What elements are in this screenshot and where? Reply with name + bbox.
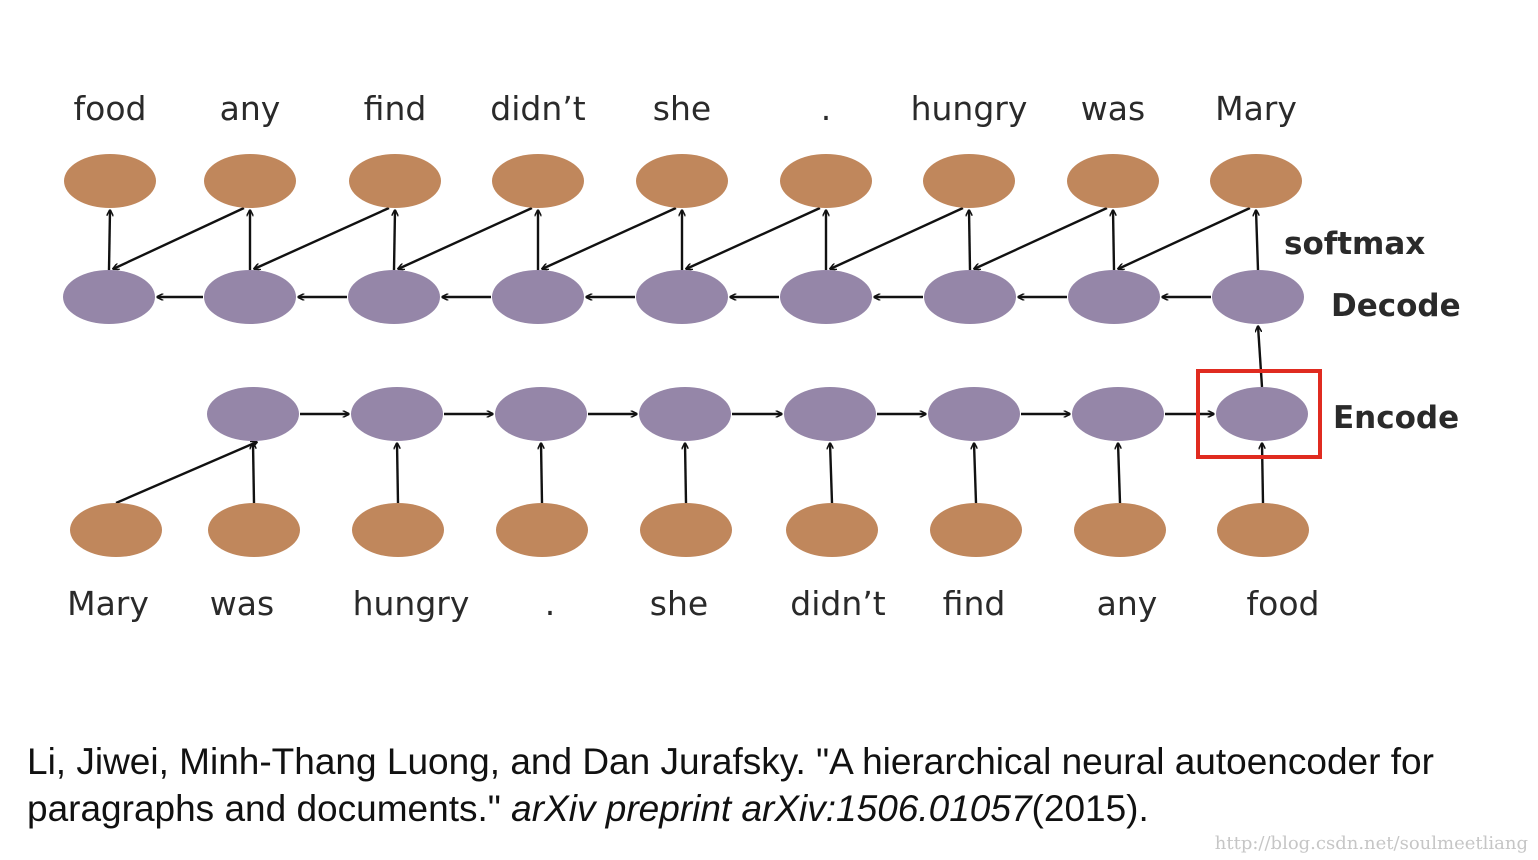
citation-venue: arXiv preprint arXiv:1506.01057 bbox=[511, 788, 1032, 829]
decoder-node bbox=[1068, 270, 1160, 324]
encoder-node bbox=[495, 387, 587, 441]
feedback-arrow bbox=[113, 206, 245, 269]
input-encoder-arrow bbox=[974, 443, 976, 504]
encoder-node bbox=[207, 387, 299, 441]
decoder-node bbox=[924, 270, 1016, 324]
input-encoder-arrow bbox=[115, 442, 257, 505]
input-encoder-arrow bbox=[1118, 443, 1120, 504]
output-word-label: any bbox=[220, 89, 281, 128]
decoder-node bbox=[348, 270, 440, 324]
citation: Li, Jiwei, Minh-Thang Luong, and Dan Jur… bbox=[27, 738, 1517, 832]
encoder-node bbox=[1072, 387, 1164, 441]
input-word-label: Mary bbox=[67, 584, 149, 623]
input-encoder-arrow bbox=[541, 443, 542, 504]
input-encoder-arrow bbox=[253, 443, 254, 504]
arrows-layer bbox=[109, 206, 1264, 505]
decoder-output-arrow bbox=[394, 210, 395, 271]
feedback-arrow bbox=[398, 206, 533, 269]
decoder-node bbox=[1212, 270, 1304, 324]
input-word-label: she bbox=[650, 584, 708, 623]
decoder-node bbox=[204, 270, 296, 324]
output-word-node bbox=[636, 154, 728, 208]
output-word-label: she bbox=[653, 89, 711, 128]
encoder-node bbox=[639, 387, 731, 441]
input-encoder-arrow bbox=[685, 443, 686, 504]
input-word-label: hungry bbox=[353, 584, 470, 623]
output-word-label: hungry bbox=[911, 89, 1028, 128]
nodes-layer bbox=[63, 154, 1309, 557]
input-encoder-arrow bbox=[830, 443, 832, 504]
decode-label: Decode bbox=[1331, 288, 1461, 324]
output-word-node bbox=[923, 154, 1015, 208]
encoder-node bbox=[928, 387, 1020, 441]
output-word-node bbox=[1210, 154, 1302, 208]
input-word-node bbox=[208, 503, 300, 557]
encoder-node bbox=[351, 387, 443, 441]
decoder-output-arrow bbox=[1256, 210, 1258, 271]
decoder-node bbox=[636, 270, 728, 324]
decoder-output-arrow bbox=[969, 210, 970, 271]
decoder-node bbox=[63, 270, 155, 324]
output-word-node bbox=[64, 154, 156, 208]
encoder-node bbox=[784, 387, 876, 441]
feedback-arrow bbox=[254, 206, 390, 269]
input-word-label: food bbox=[1247, 584, 1320, 623]
input-encoder-arrow bbox=[1262, 443, 1263, 504]
softmax-label: softmax bbox=[1284, 226, 1425, 262]
encode-label: Encode bbox=[1333, 400, 1459, 436]
encoder-node bbox=[1216, 387, 1308, 441]
output-word-node bbox=[204, 154, 296, 208]
input-word-node bbox=[1217, 503, 1309, 557]
output-word-node bbox=[780, 154, 872, 208]
input-word-node bbox=[930, 503, 1022, 557]
highlight-box bbox=[1196, 369, 1322, 459]
input-word-node bbox=[1074, 503, 1166, 557]
output-word-label: didn’t bbox=[490, 89, 585, 128]
input-word-label: didn’t bbox=[790, 584, 885, 623]
feedback-arrow bbox=[686, 206, 821, 269]
input-word-node bbox=[496, 503, 588, 557]
input-word-label: any bbox=[1097, 584, 1158, 623]
citation-year: (2015). bbox=[1031, 788, 1149, 829]
output-word-node bbox=[349, 154, 441, 208]
input-word-node bbox=[70, 503, 162, 557]
decoder-output-arrow bbox=[109, 210, 110, 271]
feedback-arrow bbox=[974, 206, 1108, 269]
input-word-label: . bbox=[545, 584, 556, 623]
feedback-arrow bbox=[1118, 206, 1251, 269]
feedback-arrow bbox=[542, 206, 677, 269]
output-word-label: find bbox=[364, 89, 427, 128]
output-word-node bbox=[492, 154, 584, 208]
decoder-node bbox=[492, 270, 584, 324]
output-word-node bbox=[1067, 154, 1159, 208]
input-word-node bbox=[352, 503, 444, 557]
encoder-decoder-arrow bbox=[1258, 326, 1264, 388]
output-word-label: Mary bbox=[1215, 89, 1297, 128]
watermark: http://blog.csdn.net/soulmeetliang bbox=[1214, 833, 1528, 854]
input-word-label: was bbox=[210, 584, 274, 623]
citation-authors-title: Li, Jiwei, Minh-Thang Luong, and Dan Jur… bbox=[27, 741, 1434, 829]
output-word-label: food bbox=[74, 89, 147, 128]
decoder-output-arrow bbox=[1113, 210, 1114, 271]
decoder-node bbox=[780, 270, 872, 324]
input-encoder-arrow bbox=[397, 443, 398, 504]
feedback-arrow bbox=[830, 206, 964, 269]
output-word-label: was bbox=[1081, 89, 1145, 128]
input-word-label: find bbox=[943, 584, 1006, 623]
output-word-label: . bbox=[821, 89, 832, 128]
input-word-node bbox=[640, 503, 732, 557]
input-word-node bbox=[786, 503, 878, 557]
